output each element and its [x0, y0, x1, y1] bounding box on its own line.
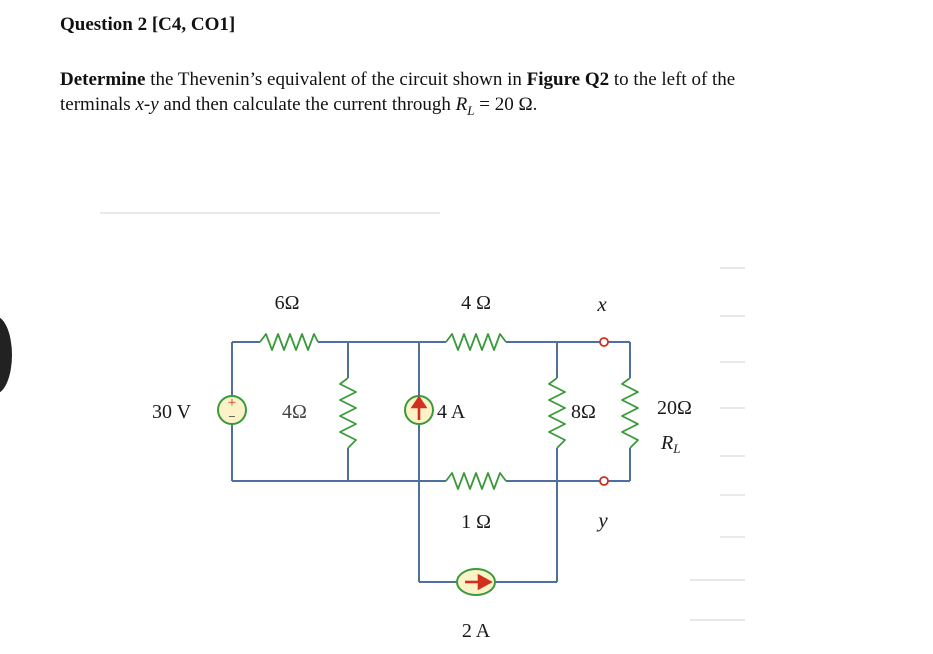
resistor-4ohm-top	[445, 333, 507, 351]
label-20ohm: 20Ω	[657, 397, 692, 419]
label-6ohm: 6Ω	[275, 292, 300, 314]
label-terminal-x: x	[596, 292, 607, 316]
arrow-up-icon	[410, 395, 428, 409]
label-2a: 2 A	[462, 620, 491, 642]
question-bold-figure: Figure Q2	[526, 69, 610, 90]
label-rl-subscript: L	[672, 441, 680, 456]
question-text-3: terminals	[60, 94, 136, 115]
terminal-y-node	[599, 476, 609, 486]
label-terminal-y: y	[596, 508, 608, 532]
label-8ohm: 8Ω	[571, 401, 596, 423]
question-terminals-xy: x-y	[135, 94, 159, 115]
question-heading: Question 2 [C4, CO1]	[60, 14, 236, 35]
voltage-source-minus-icon: −	[228, 409, 235, 424]
question-text-5: = 20 Ω.	[474, 94, 538, 115]
resistor-6ohm	[259, 333, 319, 351]
question-bold-determine: Determine	[60, 69, 146, 90]
label-1ohm: 1 Ω	[461, 511, 491, 533]
scan-artifacts	[100, 212, 745, 621]
resistor-load-rl	[621, 377, 639, 449]
circuit-wires	[231, 341, 631, 583]
voltage-source-plus-icon: +	[228, 395, 236, 411]
label-4a: 4 A	[437, 401, 466, 423]
edge-shadow-shape	[0, 316, 12, 394]
resistor-8ohm	[548, 377, 566, 449]
current-source-4a	[404, 395, 434, 425]
current-source-2a	[456, 568, 496, 596]
label-rl-symbol: R	[660, 432, 673, 454]
question-rl-symbol: R	[455, 94, 468, 115]
label-rl: RL	[660, 432, 680, 456]
terminal-x-node	[599, 337, 609, 347]
resistor-1ohm	[445, 472, 507, 490]
arrow-right-icon	[477, 573, 493, 591]
question-text-2: to the left of the	[609, 69, 736, 90]
label-4ohm-top: 4 Ω	[461, 292, 491, 314]
question-text: Determine the Thevenin’s equivalent of t…	[60, 67, 860, 123]
voltage-source-30v: + −	[217, 395, 247, 425]
label-30v: 30 V	[152, 401, 192, 423]
question-text-4: and then calculate the current through	[158, 94, 456, 115]
question-rl-subscript: L	[467, 102, 475, 118]
label-4ohm-handwritten: 4Ω	[282, 401, 307, 423]
question-text-1: the Thevenin’s equivalent of the circuit…	[145, 69, 527, 90]
resistor-4ohm-vertical	[339, 377, 357, 449]
